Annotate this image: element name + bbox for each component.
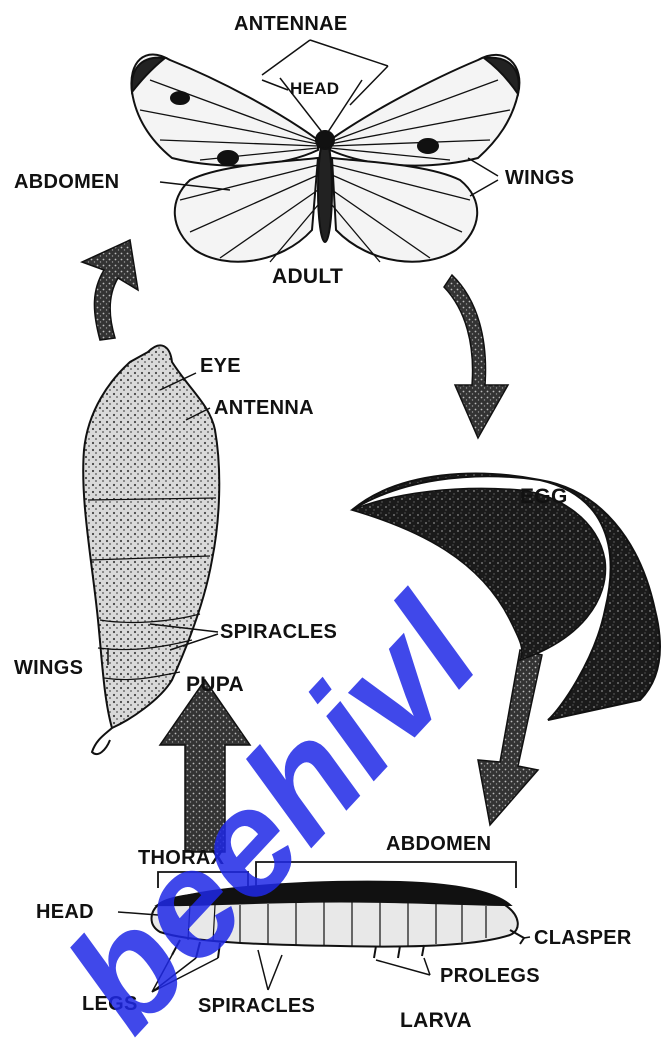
right-hindwing — [332, 158, 477, 262]
label-head-adult: HEAD — [290, 80, 339, 97]
arrow-pupa-to-adult — [82, 240, 138, 340]
butterfly-body — [318, 138, 332, 242]
left-wing-spot — [171, 92, 189, 104]
label-antenna: ANTENNA — [214, 398, 314, 418]
label-adult: ADULT — [272, 266, 343, 287]
label-pupa: PUPA — [186, 674, 244, 695]
label-antennae: ANTENNAE — [234, 14, 348, 34]
left-forewing — [131, 54, 318, 165]
label-wings-adult: WINGS — [505, 168, 574, 188]
arrow-adult-to-egg — [444, 275, 508, 438]
label-prolegs: PROLEGS — [440, 966, 540, 986]
label-abdomen-adult: ABDOMEN — [14, 172, 119, 192]
left-hindwing — [175, 158, 318, 262]
left-wing-spot-2 — [218, 151, 238, 165]
label-abdomen-larva: ABDOMEN — [386, 834, 491, 854]
label-egg: EGG — [520, 486, 568, 507]
label-eye: EYE — [200, 356, 241, 376]
label-wings-pupa: WINGS — [14, 658, 83, 678]
butterfly-head — [316, 131, 334, 149]
label-spiracles-larva: SPIRACLES — [198, 996, 315, 1016]
label-clasper: CLASPER — [534, 928, 632, 948]
right-wing-spot — [418, 139, 438, 153]
label-larva: LARVA — [400, 1010, 472, 1031]
larva-clasper — [510, 930, 524, 944]
